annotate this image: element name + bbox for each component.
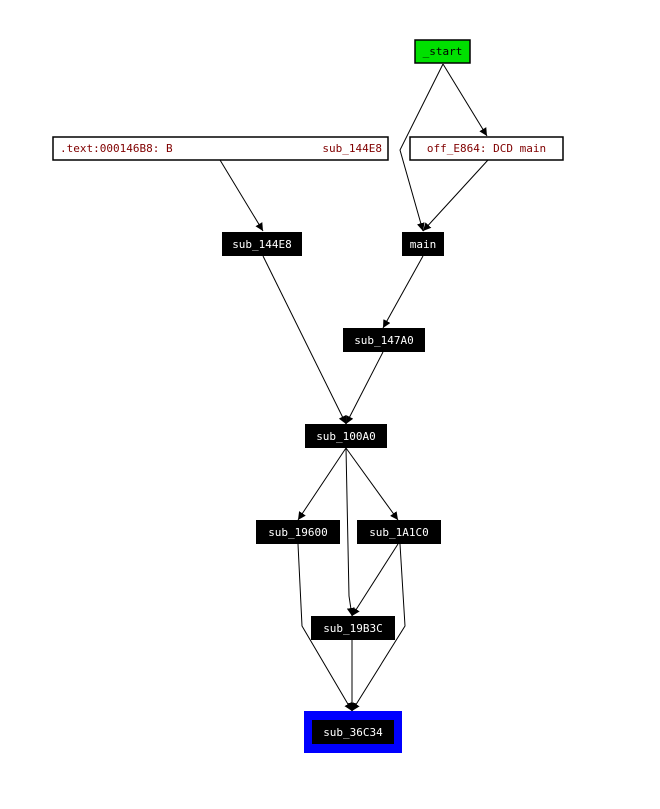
node-off-ref[interactable]: off_E864: DCD main [409, 136, 564, 161]
edge-sub-144E8-to-sub-100A0 [262, 255, 347, 425]
node-sub-147A0-label: sub_147A0 [354, 334, 414, 347]
node-sub-19B3C-label: sub_19B3C [323, 622, 383, 635]
edge-sub-19600-to-sub-36C34 [297, 543, 353, 712]
edge-sub-1A1C0-to-sub-36C34 [351, 543, 406, 712]
node-start-label: _start [423, 45, 463, 58]
node-sub-144E8-label: sub_144E8 [232, 238, 292, 251]
node-sub-1A1C0-label: sub_1A1C0 [369, 526, 429, 539]
edge-text-ref-to-sub-144E8 [219, 159, 264, 232]
node-start[interactable]: _start [414, 39, 471, 64]
node-sub-144E8[interactable]: sub_144E8 [222, 232, 302, 256]
edge-sub-100A0-to-sub-19600 [297, 447, 347, 521]
node-sub-19600[interactable]: sub_19600 [256, 520, 340, 544]
edge-sub-100A0-to-sub-19B3C [345, 447, 355, 617]
node-main[interactable]: main [402, 232, 444, 256]
edge-main-to-sub-147A0 [382, 255, 424, 329]
node-sub-100A0[interactable]: sub_100A0 [305, 424, 387, 448]
nodes: _start .text:000146B8: B sub_144E8 off_E… [52, 39, 564, 753]
node-sub-1A1C0[interactable]: sub_1A1C0 [357, 520, 441, 544]
node-sub-147A0[interactable]: sub_147A0 [343, 328, 425, 352]
node-off-ref-label: off_E864: DCD main [427, 142, 546, 155]
edge-off-ref-to-main [422, 159, 489, 232]
node-sub-36C34-label: sub_36C34 [323, 726, 383, 739]
edge-sub-100A0-to-sub-1A1C0 [345, 447, 399, 521]
edge-sub-147A0-to-sub-100A0 [345, 351, 384, 425]
edge-start-to-off-ref [442, 63, 488, 137]
node-sub-19600-label: sub_19600 [268, 526, 328, 539]
node-text-ref-address: .text:000146B8: B [60, 142, 173, 155]
node-sub-19B3C[interactable]: sub_19B3C [311, 616, 395, 640]
node-main-label: main [410, 238, 437, 251]
node-text-ref[interactable]: .text:000146B8: B sub_144E8 [52, 136, 389, 161]
node-text-ref-target: sub_144E8 [322, 142, 382, 155]
edge-start-to-main [399, 63, 444, 232]
node-sub-100A0-label: sub_100A0 [316, 430, 376, 443]
node-sub-36C34[interactable]: sub_36C34 [304, 711, 402, 753]
edge-sub-1A1C0-to-sub-19B3C [351, 543, 399, 617]
edges [219, 63, 489, 712]
